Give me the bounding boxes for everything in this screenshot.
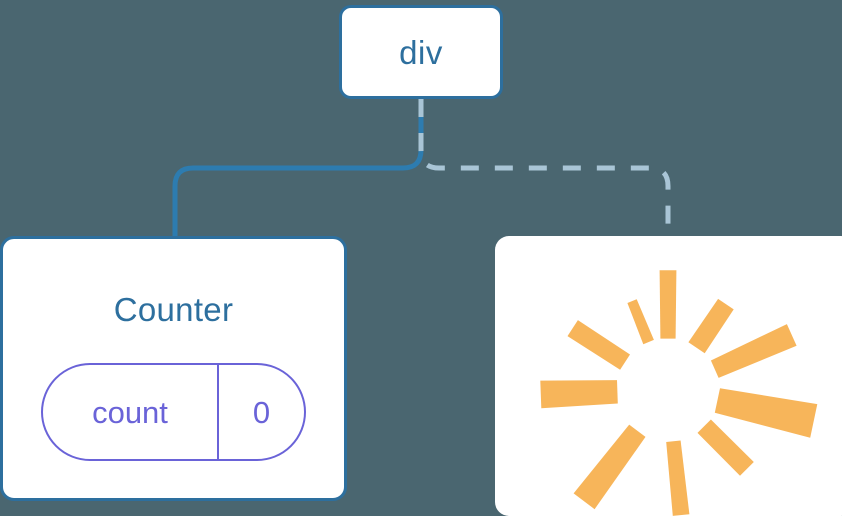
sparkle-burst-icon bbox=[540, 270, 818, 516]
edge-div-to-counter bbox=[172, 96, 424, 239]
node-counter[interactable]: Counter count 0 bbox=[0, 236, 347, 501]
node-burst[interactable] bbox=[495, 236, 842, 516]
burst-ray-1 bbox=[659, 270, 677, 339]
burst-ray-6 bbox=[666, 440, 690, 516]
node-div-label: div bbox=[399, 33, 443, 71]
node-counter-label: Counter bbox=[113, 291, 234, 328]
state-value: 0 bbox=[217, 365, 304, 459]
burst-ray-9 bbox=[567, 320, 630, 370]
state-key: count bbox=[92, 394, 168, 430]
state-pill[interactable]: count 0 bbox=[41, 363, 306, 461]
edge-div-to-burst bbox=[418, 99, 671, 236]
node-div[interactable]: div bbox=[339, 5, 503, 99]
burst-ray-4 bbox=[714, 388, 818, 438]
burst-ray-5 bbox=[697, 419, 754, 476]
burst-ray-2 bbox=[688, 298, 734, 354]
burst-ray-10 bbox=[627, 299, 654, 345]
burst-ray-3 bbox=[710, 324, 797, 378]
connector-layer bbox=[172, 96, 671, 239]
burst-ray-8 bbox=[540, 380, 618, 409]
diagram-canvas: div Counter count 0 bbox=[0, 5, 842, 516]
burst-ray-7 bbox=[573, 424, 646, 510]
